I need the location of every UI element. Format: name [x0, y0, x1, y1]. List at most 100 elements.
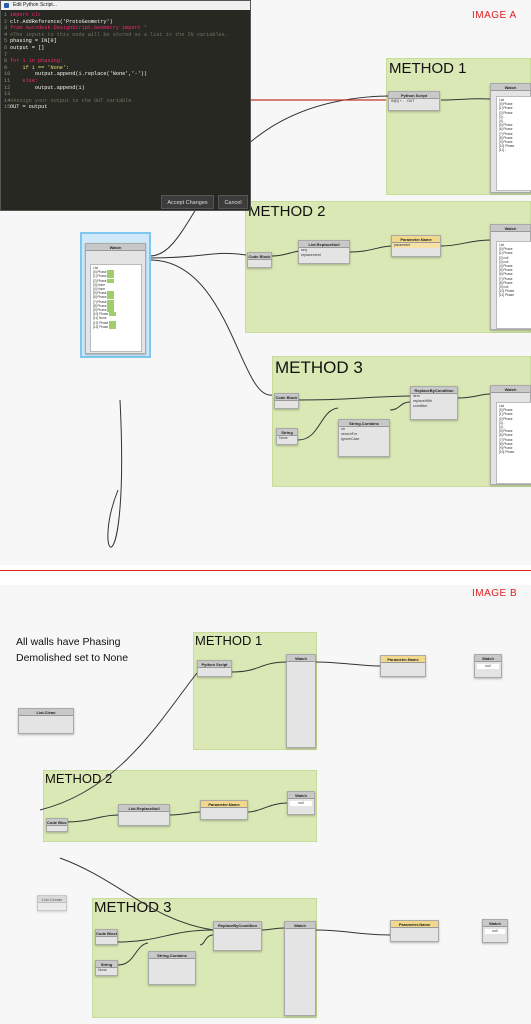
- watch-node-main[interactable]: Watch List [0] Phase [1] Phase [2] Phase…: [85, 243, 146, 354]
- port-condition[interactable]: condition: [413, 404, 428, 408]
- watch-row: [6] Phase: [499, 433, 513, 438]
- watch-row: [7] Phase: [499, 437, 513, 442]
- code-block-node[interactable]: Code Block: [247, 252, 272, 268]
- list-replacenull-node-b[interactable]: List.ReplaceNull: [118, 804, 170, 826]
- parameter-name-node[interactable]: Parameter.Name parameter: [391, 235, 441, 257]
- watch-row: [6] Phase: [93, 295, 139, 300]
- watch-row: [3] null: [499, 259, 509, 264]
- cancel-button[interactable]: Cancel: [218, 195, 248, 209]
- annotation-note: All walls have Phasing Demolished set to…: [16, 636, 129, 664]
- string-contains-node-b[interactable]: String.Contains: [148, 951, 196, 985]
- watch-node-b3[interactable]: Watch: [284, 921, 316, 1016]
- watch-row: [4] None: [93, 287, 106, 292]
- node-title: String.Contains: [339, 420, 389, 427]
- watch-row: [2] null: [499, 255, 509, 260]
- watch-row: [4] -: [499, 119, 505, 124]
- group-title: METHOD 1: [389, 60, 467, 77]
- accept-changes-button[interactable]: Accept Changes: [161, 195, 214, 209]
- watch-row: [4] -: [499, 425, 505, 430]
- watch-row: [3] -: [499, 114, 505, 119]
- code-line: 13: [4, 91, 11, 98]
- watch-row: [8] Phase: [93, 303, 139, 308]
- port-str[interactable]: str: [341, 427, 345, 431]
- watch-row: [5] Phase: [93, 291, 139, 296]
- python-ports[interactable]: IN[0] + - OUT: [391, 99, 415, 103]
- string-node-b[interactable]: String None: [95, 960, 118, 976]
- watch-row: [9] Phase: [93, 308, 139, 313]
- watch-row: [2] Phase: [499, 416, 513, 421]
- watch-node-method2[interactable]: Watch List [0] Phase [1] Phase [2] null …: [490, 224, 531, 330]
- python-script-node-b[interactable]: Python Script: [197, 660, 232, 677]
- watch-node-method1[interactable]: Watch List [0] Phase [1] Phase [2] Phase…: [490, 83, 531, 193]
- node-title: Watch: [475, 655, 501, 662]
- watch-row: [6] Phase: [499, 127, 513, 132]
- code-block-node[interactable]: Code Block: [274, 393, 299, 409]
- string-value[interactable]: None: [279, 436, 288, 440]
- watch-node-b1[interactable]: Watch: [286, 654, 316, 748]
- code-line: 10 output.append(i.replace('None','-')): [4, 71, 147, 78]
- watch-node-b3-out[interactable]: Watch null: [482, 919, 508, 943]
- node-title: List.Clean: [19, 709, 73, 716]
- watch-row: [5] Phase: [499, 268, 513, 273]
- watch-row: [13] Phase: [93, 324, 139, 329]
- port-item[interactable]: item: [413, 394, 420, 398]
- port-replacewith[interactable]: replaceWith: [413, 399, 432, 403]
- string-contains-node[interactable]: String.Contains str searchFor ignoreCase: [338, 419, 390, 457]
- node-title: Parameter.Name: [381, 656, 425, 663]
- selected-watch-highlight[interactable]: Watch List [0] Phase [1] Phase [2] Phase…: [80, 232, 151, 358]
- editor-titlebar[interactable]: Edit Python Script...: [1, 1, 250, 10]
- group-title: METHOD 2: [248, 203, 326, 220]
- list-create-node[interactable]: List.Create: [37, 895, 67, 911]
- list-clean-node[interactable]: List.Clean: [18, 708, 74, 734]
- watch-row: List: [499, 243, 504, 247]
- watch-row: [2] Phase: [93, 278, 139, 283]
- code-line: 11 else:: [4, 77, 39, 84]
- watch-node-b2[interactable]: Watch null: [287, 791, 315, 815]
- image-b-label: IMAGE B: [472, 588, 518, 599]
- port-ignorecase[interactable]: ignoreCase: [341, 437, 360, 441]
- code-line: 7: [4, 51, 8, 58]
- group-method-2-b[interactable]: METHOD 2: [43, 770, 317, 842]
- parameter-name-node-b2[interactable]: Parameter.Name: [200, 800, 248, 820]
- port-out[interactable]: OUT: [406, 99, 415, 103]
- group-method-3-b[interactable]: METHOD 3: [92, 898, 317, 1018]
- list-replacenull-node[interactable]: List.ReplaceNull seq replacement: [298, 240, 350, 264]
- port-parameter[interactable]: parameter: [392, 243, 440, 248]
- watch-row: [4] Phase: [499, 264, 513, 269]
- code-block-node-b[interactable]: Code Block: [46, 818, 68, 832]
- group-title: METHOD 1: [195, 633, 263, 648]
- port-replacement[interactable]: replacement: [301, 253, 321, 257]
- group-method-3[interactable]: METHOD 3: [272, 356, 531, 487]
- watch-row: [0] Phase: [499, 408, 513, 413]
- node-title: Code Block: [47, 819, 67, 826]
- replace-by-condition-node[interactable]: ReplaceByCondition item replaceWith cond…: [410, 386, 458, 420]
- null-value: null: [290, 801, 312, 806]
- watch-row: [8] Phase: [499, 280, 513, 285]
- node-title: List.ReplaceNull: [299, 241, 349, 248]
- node-title: String: [277, 429, 297, 436]
- watch-row: [7] Phase: [499, 131, 513, 136]
- replace-by-condition-node-b[interactable]: ReplaceByCondition: [213, 921, 262, 951]
- code-line: 4#The inputs to this node will be stored…: [4, 31, 228, 38]
- string-node[interactable]: String None: [276, 428, 298, 445]
- node-title: Watch: [491, 386, 530, 393]
- string-value[interactable]: None: [98, 968, 107, 972]
- code-block-node-b3[interactable]: Code Block: [95, 929, 118, 945]
- node-title: Watch: [288, 792, 314, 799]
- watch-row: [10] Phase: [499, 289, 515, 294]
- node-title: String.Contains: [149, 952, 195, 959]
- parameter-name-node-b3[interactable]: Parameter.Name: [390, 920, 439, 942]
- parameter-name-node-b1[interactable]: Parameter.Name: [380, 655, 426, 677]
- watch-node-b1-out[interactable]: Watch null: [474, 654, 502, 678]
- watch-row: [5] Phase: [499, 123, 513, 128]
- port-in[interactable]: IN[0]: [391, 99, 399, 103]
- python-script-node[interactable]: Python Script IN[0] + - OUT: [388, 91, 440, 111]
- watch-row: [1] Phase: [499, 106, 513, 111]
- port-searchfor[interactable]: searchFor: [341, 432, 358, 436]
- port-seq[interactable]: seq: [301, 248, 307, 252]
